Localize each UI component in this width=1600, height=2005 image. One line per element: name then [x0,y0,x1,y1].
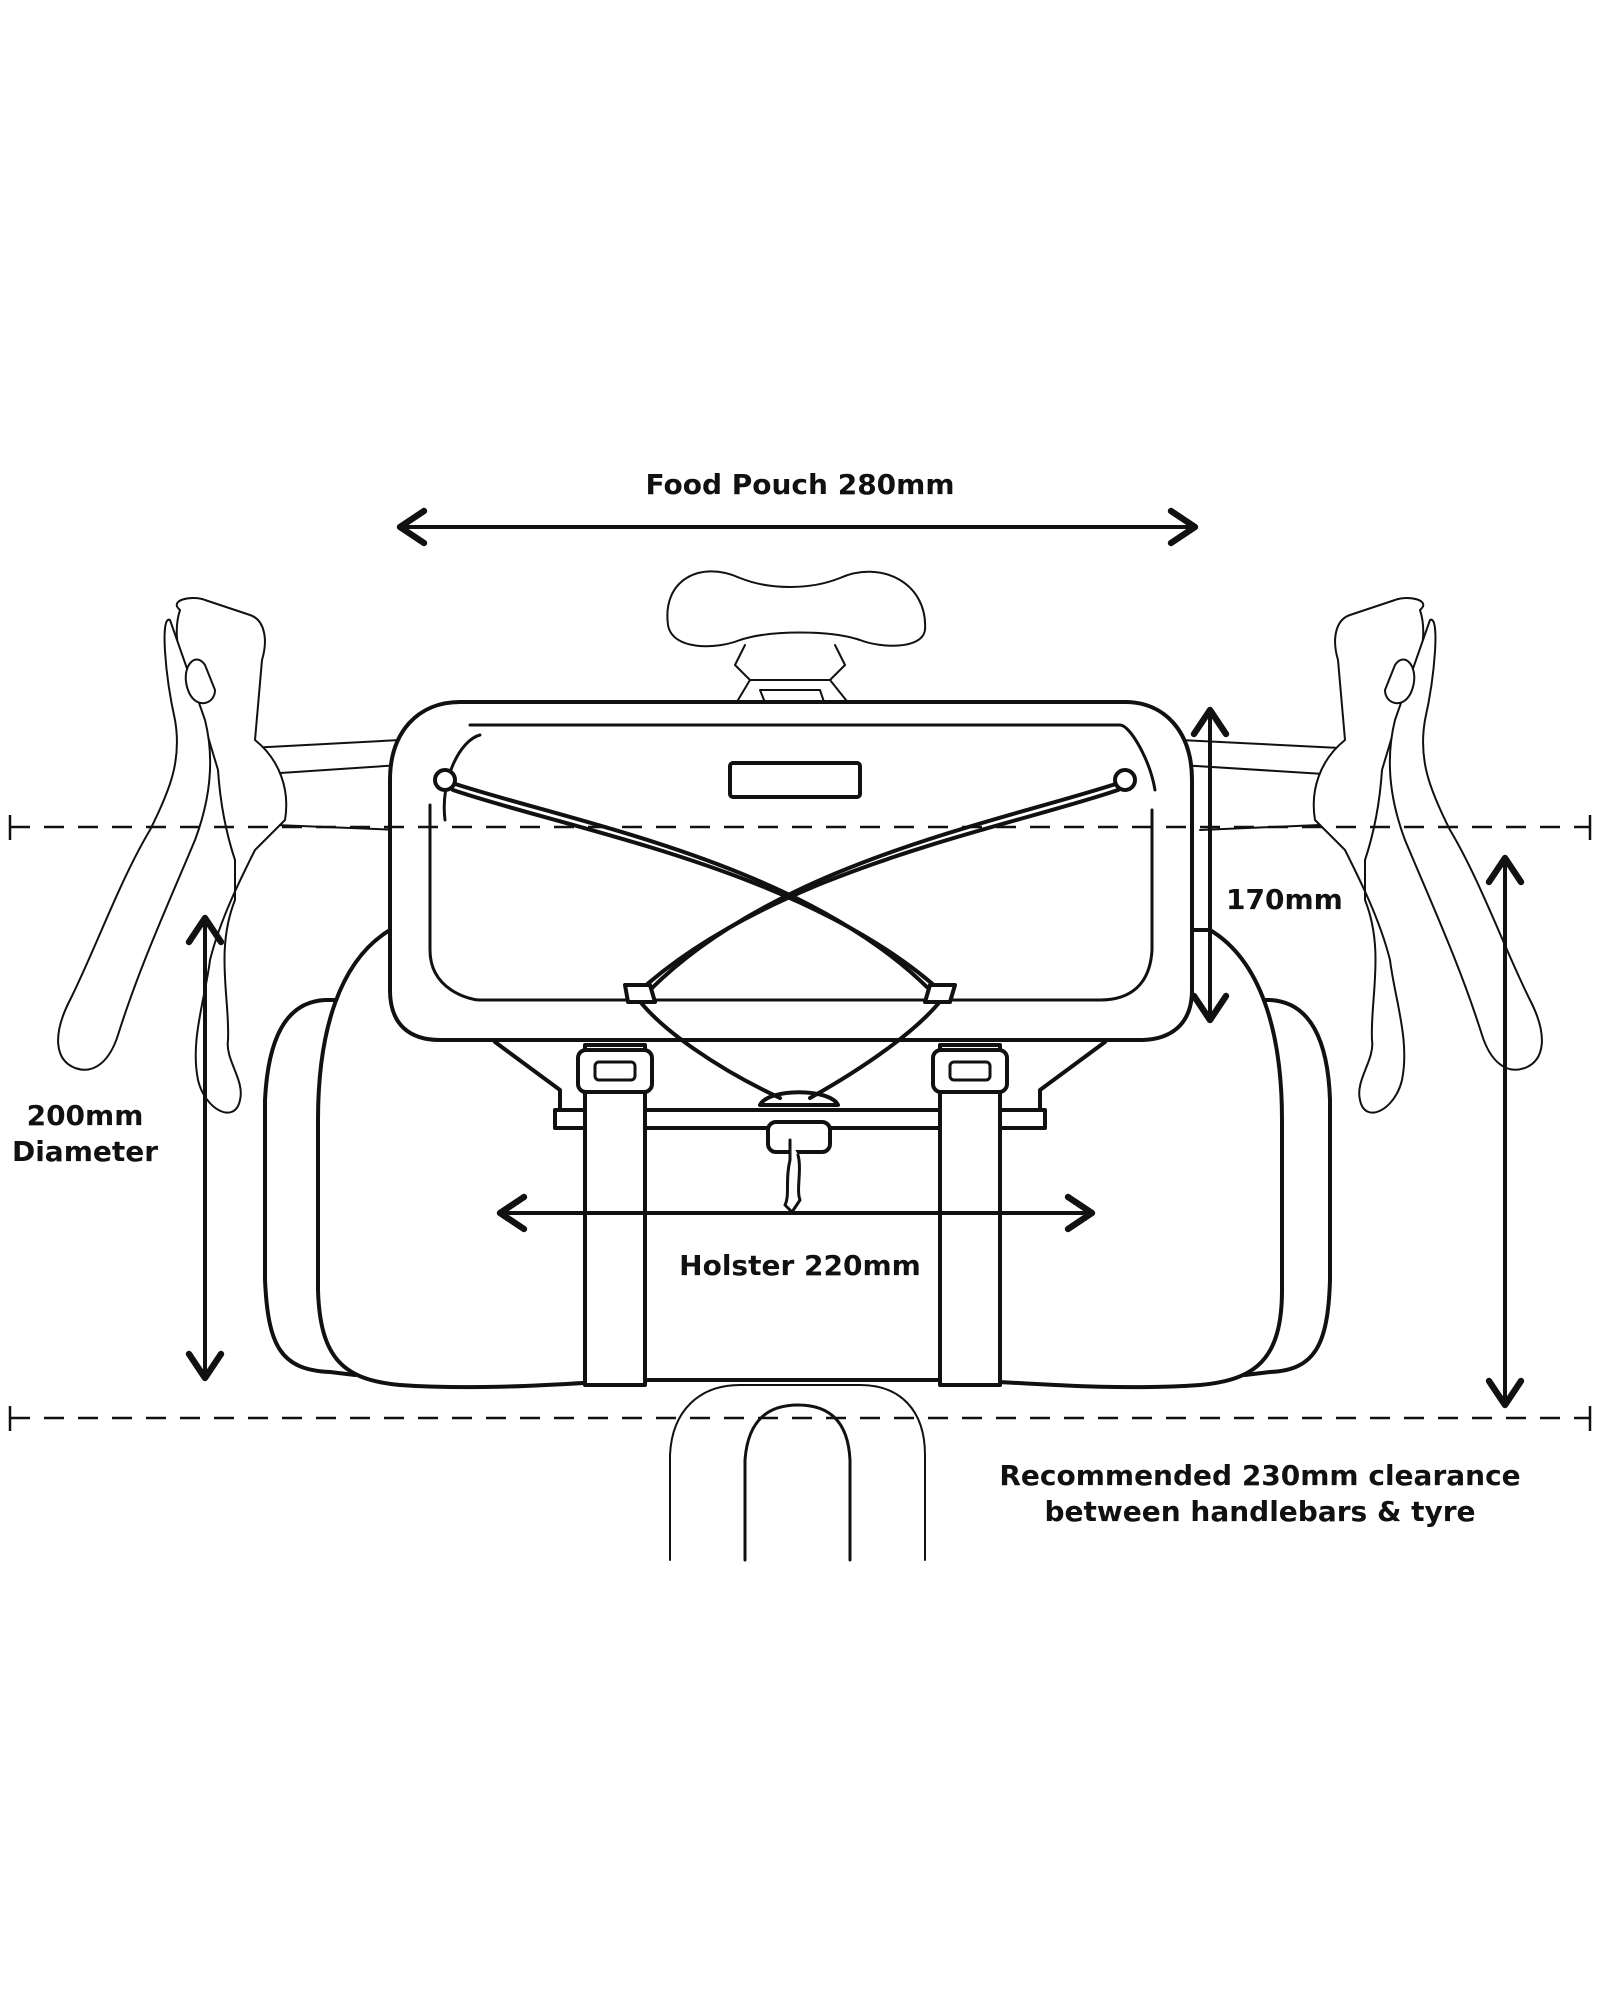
brake-lever-right [1312,597,1543,1114]
pouch-height-label: 170mm [1226,883,1343,916]
diameter-value-label: 200mm [26,1099,144,1132]
diameter-word-label: Diameter [11,1135,159,1168]
handlebar-right [1179,739,1341,776]
clearance-label-line1: Recommended 230mm clearance [999,1459,1521,1492]
tyre [669,1384,926,1562]
food-pouch-width-label: Food Pouch 280mm [645,468,955,501]
bungee-cord [433,768,1137,1100]
holster-width-label: Holster 220mm [679,1249,921,1282]
pouch-label-patch [728,761,862,799]
brake-lever-left [57,597,288,1114]
food-pouch [388,700,1194,1042]
saddle [666,570,927,716]
clearance-label-line2: between handlebars & tyre [1044,1495,1476,1528]
